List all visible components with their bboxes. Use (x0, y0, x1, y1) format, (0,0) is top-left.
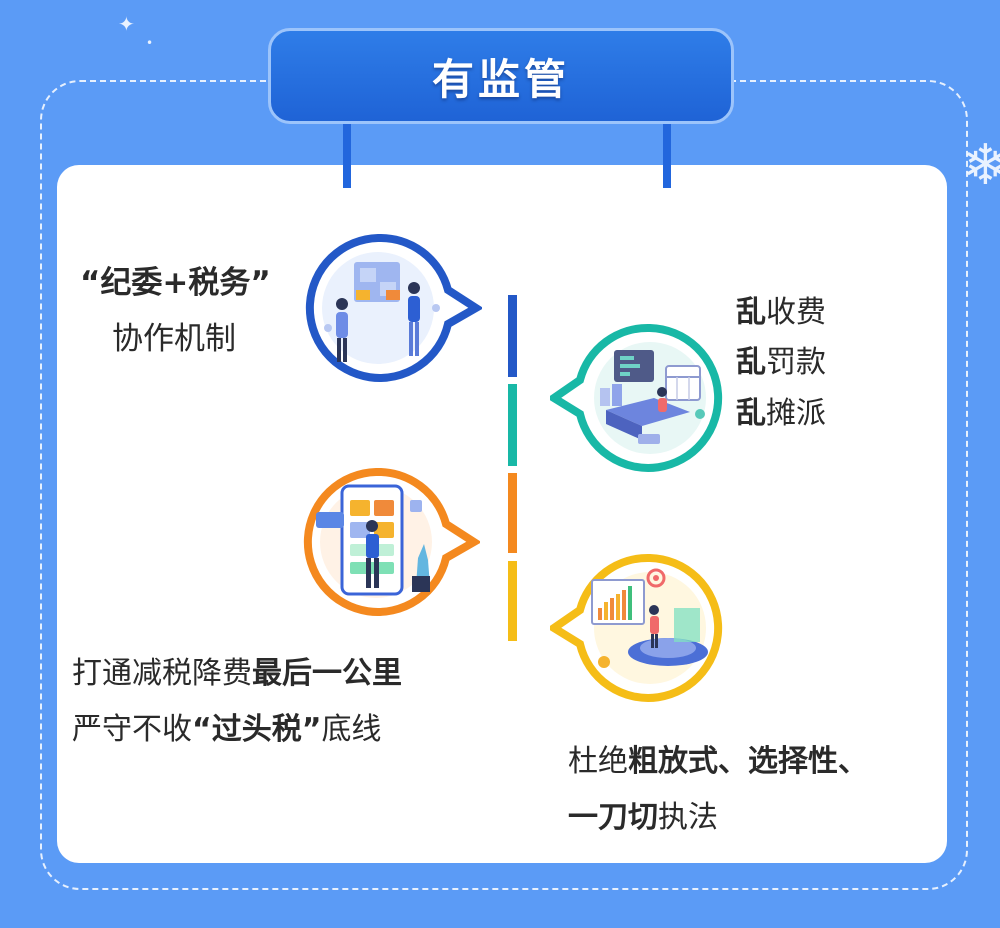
office-desk-illustration (550, 323, 723, 472)
item3-line2-text-b: 底线 (321, 712, 382, 747)
item2-line-fines-text: 罚款 (766, 345, 826, 380)
timeline-bar-teal (508, 384, 517, 466)
sparkle-icon: • (146, 36, 154, 50)
item1-subtitle: 协作机制 (112, 321, 236, 357)
item3-line2: 严守不收“过头税”底线 (72, 704, 381, 748)
item3-line2-strong: “过头税” (192, 712, 322, 747)
item4-line1-strong: 粗放式、选择性、 (628, 744, 868, 779)
item2-line-levies-text: 摊派 (766, 396, 826, 431)
timeline-bar-orange (508, 473, 517, 553)
item3-line1-strong: 最后一公里 (252, 656, 402, 691)
data-analysis-illustration (550, 553, 723, 702)
item4-line1: 杜绝粗放式、选择性、 (568, 736, 868, 780)
item3-line2-text-a: 严守不收 (72, 712, 192, 747)
item2-line-fines-strong: 乱 (736, 345, 766, 380)
item4-line2-text: 执法 (658, 800, 718, 835)
title-banner: 有监管 (268, 28, 734, 124)
sparkle-icon: ✦ (118, 12, 135, 36)
item4-line2: 一刀切执法 (568, 792, 718, 836)
shopping-app-illustration (303, 467, 480, 616)
connector-left (343, 124, 351, 188)
page-title: 有监管 (431, 54, 570, 104)
item2-line-levies-strong: 乱 (736, 396, 766, 431)
timeline-bar-blue (508, 295, 517, 377)
item2-line-fees: 乱收费 (736, 287, 826, 331)
item2-line-fees-text: 收费 (766, 295, 826, 330)
item4-line2-strong: 一刀切 (568, 800, 658, 835)
item1-heading: “纪委+税务” (80, 265, 271, 301)
content-card (57, 165, 947, 863)
item2-line-fees-strong: 乱 (736, 295, 766, 330)
item2-line-levies: 乱摊派 (736, 388, 826, 432)
item2-line-fines: 乱罚款 (736, 337, 826, 381)
snowflake-icon: ❄ (962, 133, 1000, 198)
connector-right (663, 124, 671, 188)
item3-line1: 打通减税降费最后一公里 (72, 648, 402, 692)
timeline-bar-yellow (508, 561, 517, 641)
item4-line1-text: 杜绝 (568, 744, 628, 779)
item3-line1-text: 打通减税降费 (72, 656, 252, 691)
team-puzzle-illustration (305, 233, 482, 382)
